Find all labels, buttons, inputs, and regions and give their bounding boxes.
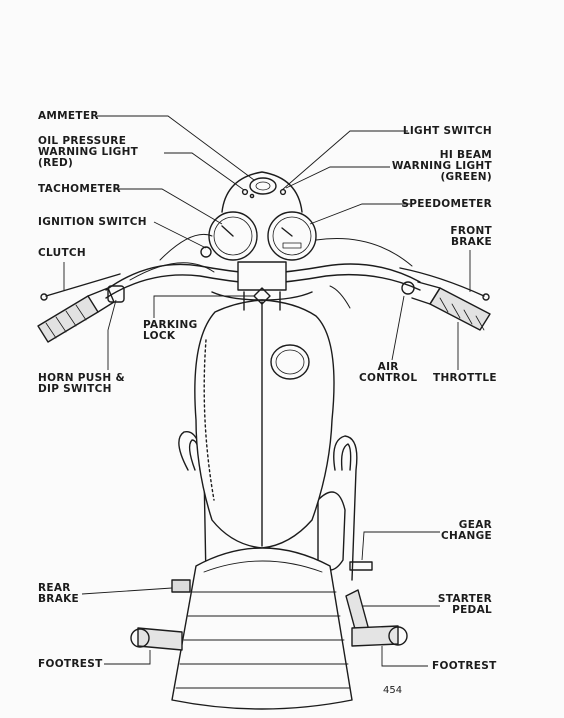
speedometer-dial <box>267 211 317 261</box>
leader-hi-beam <box>285 166 390 189</box>
label-horn-push: HORN PUSH & DIP SWITCH <box>38 372 125 395</box>
leader-parking-lock <box>153 295 254 318</box>
label-throttle: THROTTLE <box>433 372 497 384</box>
control-cables <box>129 234 413 309</box>
rear-brake-pedal <box>171 579 191 593</box>
label-gear-change: GEAR CHANGE <box>441 519 492 542</box>
horn-dip-switch <box>107 285 125 303</box>
nacelle <box>221 171 303 213</box>
label-oil-pressure: OIL PRESSURE WARNING LIGHT (RED) <box>38 135 139 169</box>
footrest-left-peg <box>130 627 183 651</box>
leader-horn <box>107 299 117 370</box>
label-speedometer: SPEEDOMETER <box>401 198 492 210</box>
ignition-switch <box>200 246 212 258</box>
footrest-right-peg <box>351 625 408 647</box>
label-air-control: AIR CONTROL <box>359 361 418 384</box>
parking-lock <box>253 287 271 305</box>
leader-air-control <box>391 295 405 361</box>
label-front-brake: FRONT BRAKE <box>450 225 492 248</box>
leader-ignition <box>153 221 207 249</box>
side-panel <box>317 491 346 571</box>
label-starter-pedal: STARTER PEDAL <box>437 593 492 616</box>
label-rear-brake: REAR BRAKE <box>38 582 80 605</box>
label-light-switch: LIGHT SWITCH <box>402 125 492 137</box>
label-ignition-switch: IGNITION SWITCH <box>38 216 147 228</box>
fuel-cap <box>270 344 310 380</box>
left-grip <box>37 287 115 343</box>
leader-lines <box>63 115 471 667</box>
label-parking-lock: PARKING LOCK <box>143 319 198 342</box>
label-footrest-left: FOOTREST <box>38 658 103 670</box>
leader-rear-brake <box>81 587 173 595</box>
leader-gear-change <box>361 531 440 561</box>
leader-light-switch <box>281 130 408 191</box>
fuel-tank <box>194 299 335 549</box>
gear-change-pedal <box>349 561 373 571</box>
front-brake-lever <box>399 267 490 301</box>
tachometer-dial <box>208 211 258 261</box>
leader-tachometer <box>114 188 223 225</box>
right-grip <box>411 281 491 331</box>
leader-ammeter <box>97 115 255 181</box>
clutch-lever <box>40 273 121 301</box>
label-tachometer: TACHOMETER <box>38 183 121 195</box>
leader-speedometer <box>309 203 410 225</box>
air-control-lever <box>401 281 415 295</box>
label-clutch: CLUTCH <box>38 247 87 259</box>
leader-footrest-right <box>381 646 428 667</box>
label-hi-beam: HI BEAM WARNING LIGHT (GREEN) <box>391 149 492 183</box>
page-number: 454 <box>383 685 403 696</box>
label-ammeter: AMMETER <box>38 110 99 122</box>
label-footrest-right: FOOTREST <box>432 660 497 672</box>
leader-oil-pressure <box>164 152 245 191</box>
leader-footrest-left <box>104 650 151 665</box>
seat <box>171 547 353 710</box>
